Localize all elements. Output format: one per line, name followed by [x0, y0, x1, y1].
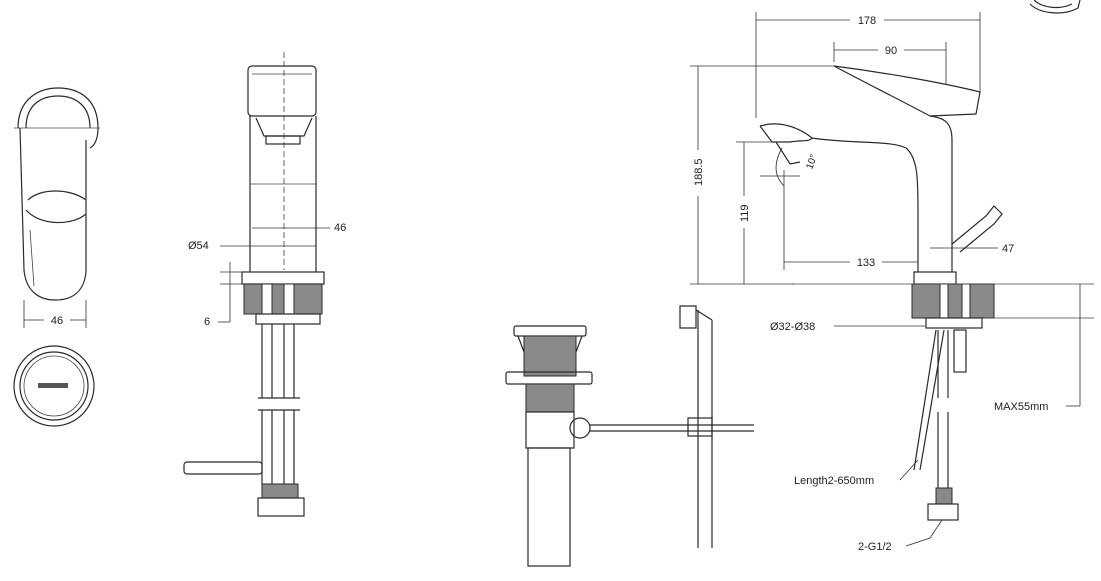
- dim-thread: 2-G1/2: [858, 541, 892, 553]
- side-profile: 178 90 188.5 119 10° 133 47 Ø32-Ø38: [690, 12, 1094, 553]
- dim-spout-height: 119: [739, 204, 751, 222]
- dim-side-width: 46: [51, 315, 63, 327]
- dim-lever-length: 90: [885, 45, 897, 57]
- dim-front-width: 46: [334, 222, 346, 234]
- dim-angle: 10°: [804, 153, 820, 171]
- top-view-button: [13, 345, 95, 427]
- dim-reach: 133: [857, 257, 875, 269]
- dim-max-thickness: MAX55mm: [994, 401, 1048, 413]
- front-view: 46 Ø54 6: [183, 52, 346, 517]
- dim-hole-diameter: Ø32-Ø38: [770, 321, 815, 333]
- dim-total-height: 188.5: [693, 158, 705, 186]
- partial-handle-icon: [1029, 0, 1081, 14]
- dim-popup-offset: 47: [1002, 243, 1014, 255]
- dim-total-depth: 178: [858, 15, 876, 27]
- dim-hose-length: Length2-650mm: [794, 475, 874, 487]
- dim-front-gap: 6: [204, 316, 210, 328]
- popup-waste: [505, 305, 754, 567]
- side-view: 46: [14, 87, 100, 328]
- dim-front-diameter: Ø54: [188, 240, 209, 252]
